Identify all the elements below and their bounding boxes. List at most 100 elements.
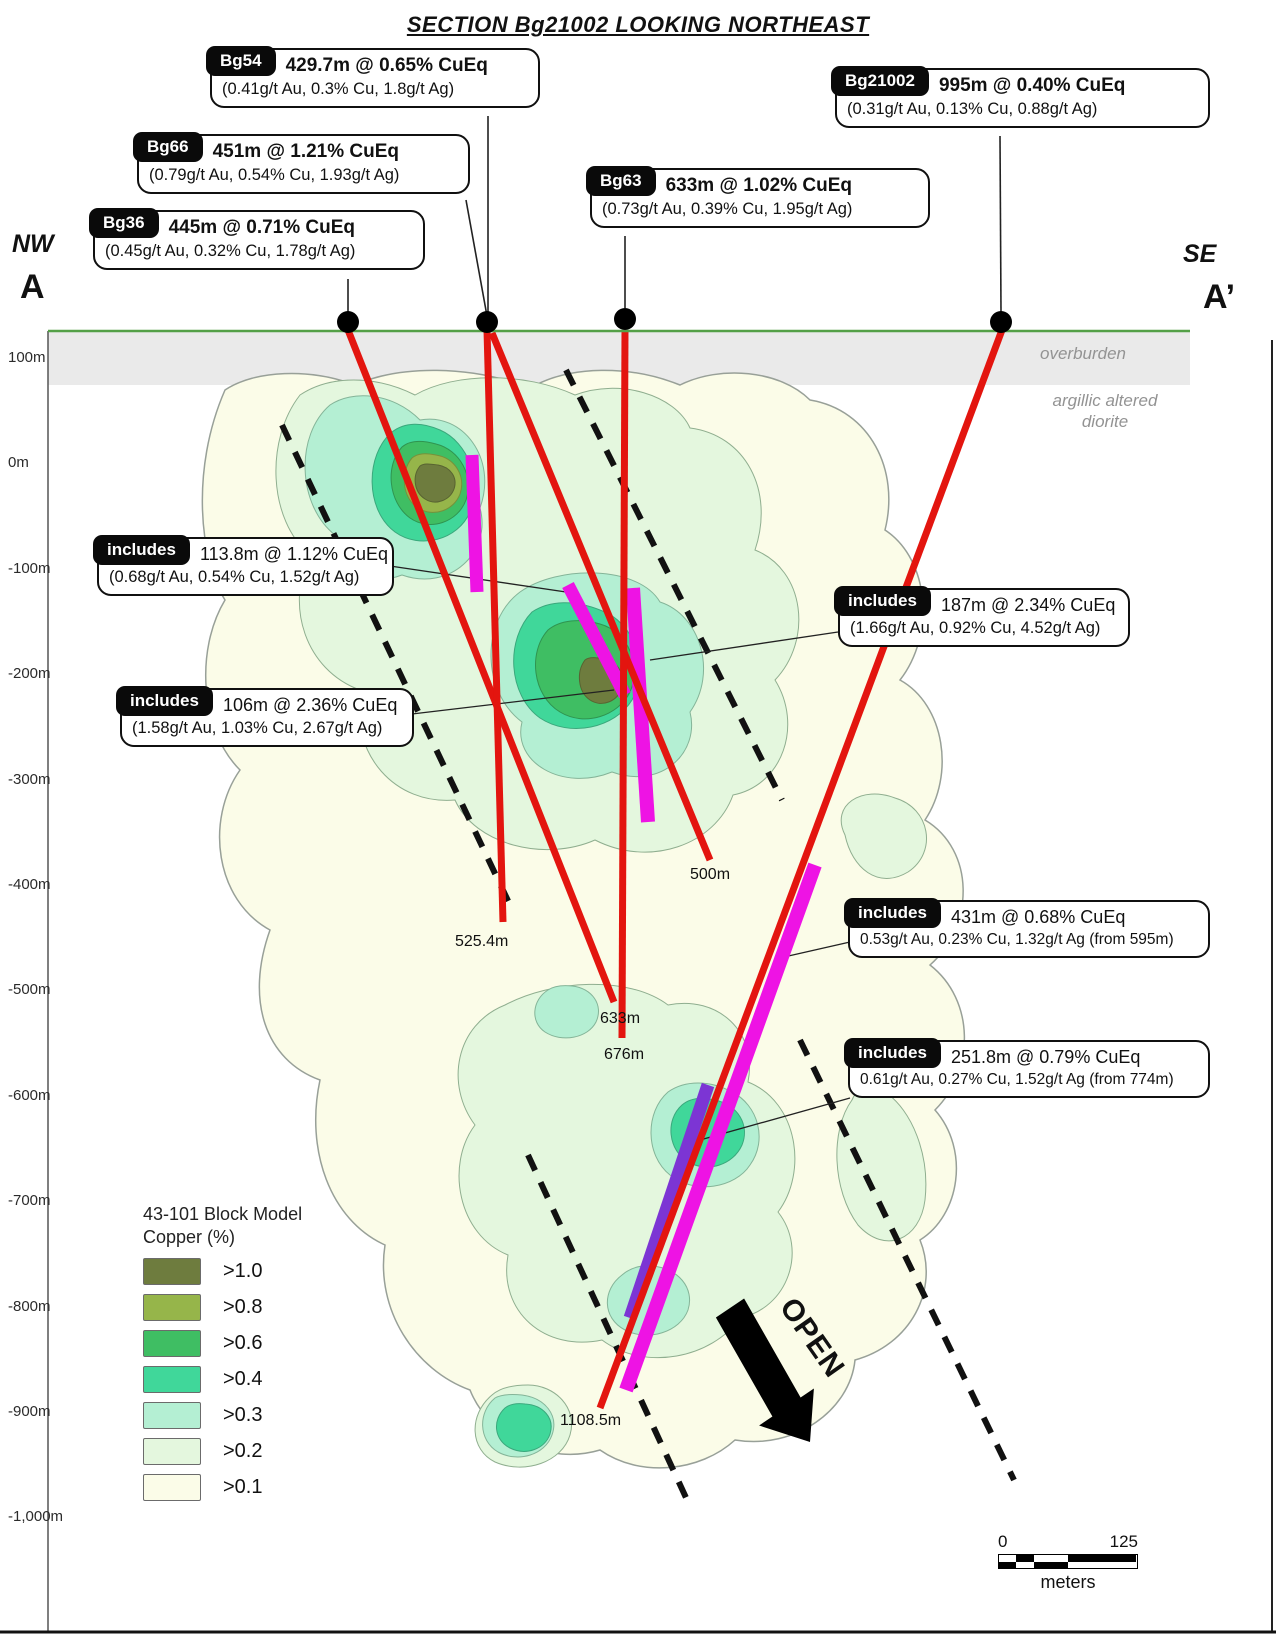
scale-start: 0	[998, 1532, 1008, 1551]
intercept-grade: 251.8m @ 0.79% CuEq	[950, 1047, 1141, 1067]
drill-trace-bg21002	[596, 328, 1006, 1410]
leader-includes-4	[783, 941, 851, 958]
scale-cell	[1034, 1555, 1068, 1568]
intercept-bg21002-431m	[619, 862, 822, 1393]
intercept-113m	[465, 454, 484, 593]
scale-bar: 0 125 meters	[998, 1532, 1138, 1593]
callout-includes-187m: includes 187m @ 2.34% CuEq (1.66g/t Au, …	[834, 585, 1130, 647]
callout-includes-106m: includes 106m @ 2.36% CuEq (1.58g/t Au, …	[116, 685, 414, 747]
hole-id-tag: Bg54	[206, 46, 276, 76]
eoh-label-676m: 676m	[604, 1046, 645, 1063]
legend-item: >0.8	[143, 1294, 302, 1321]
scale-bar-numbers: 0 125	[998, 1532, 1138, 1552]
drill-trace-bg63	[618, 329, 629, 1039]
block-model-legend: 43-101 Block Model Copper (%) >1.0 >0.8 >0…	[143, 1203, 302, 1501]
se-direction-label: SE	[1183, 240, 1217, 268]
legend-item: >0.4	[143, 1366, 302, 1393]
section-letter-a-prime: A’	[1203, 278, 1236, 316]
collar-bg54-bg66	[476, 311, 498, 333]
callout-bg21002: Bg21002 995m @ 0.40% CuEq (0.31g/t Au, 0…	[831, 66, 1210, 128]
intercept-grade: 633m @ 1.02% CuEq	[665, 175, 853, 196]
includes-tag: includes	[116, 685, 213, 716]
scale-end: 125	[1109, 1532, 1138, 1551]
legend-item: >0.2	[143, 1438, 302, 1465]
drill-trace-bg36	[344, 328, 618, 1004]
depth-label: -300m	[8, 770, 51, 788]
hole-id-tag: Bg66	[133, 132, 203, 162]
legend-item: >1.0	[143, 1258, 302, 1285]
open-arrow	[715, 1298, 814, 1442]
legend-label: >0.6	[223, 1332, 263, 1354]
legend-swatch	[143, 1402, 201, 1429]
hole-id-tag: Bg21002	[831, 66, 929, 96]
intercept-grade: 113.8m @ 1.12% CuEq	[199, 544, 389, 564]
intercept-grade: 431m @ 0.68% CuEq	[950, 907, 1126, 927]
diorite-label-line1: argillic altered	[1052, 391, 1158, 410]
intercept-detail: 0.61g/t Au, 0.27% Cu, 1.52g/t Ag (from 7…	[860, 1071, 1174, 1088]
intercept-grade: 445m @ 0.71% CuEq	[168, 217, 356, 238]
depth-label: 0m	[8, 454, 29, 472]
fault-line	[797, 1038, 1017, 1482]
legend-label: >1.0	[223, 1260, 263, 1282]
intercept-detail: (0.79g/t Au, 0.54% Cu, 1.93g/t Ag)	[149, 166, 400, 184]
includes-tag: includes	[844, 897, 941, 928]
grade-shell-0-3	[534, 985, 599, 1039]
depth-label: -900m	[8, 1403, 51, 1420]
includes-tag: includes	[93, 534, 190, 565]
eoh-label-633m: 633m	[600, 1010, 641, 1027]
diorite-label: argillic altered diorite	[1010, 390, 1200, 432]
depth-label: -1,000m	[8, 1508, 64, 1526]
legend-title-line2: Copper (%)	[143, 1227, 236, 1247]
depth-label: -200m	[8, 665, 51, 683]
intercept-detail: (1.58g/t Au, 1.03% Cu, 2.67g/t Ag)	[132, 719, 383, 737]
legend-item: >0.1	[143, 1474, 302, 1501]
fault-line	[525, 1153, 691, 1504]
eoh-label-525m: 525.4m	[455, 933, 509, 950]
fault-line	[563, 368, 785, 802]
nw-direction-label: NW	[12, 230, 54, 258]
scale-cell	[1068, 1555, 1136, 1568]
overburden-label: overburden	[1040, 344, 1127, 363]
depth-label: -100m	[8, 559, 51, 577]
depth-label: 100m	[8, 349, 46, 366]
eoh-label-1108m: 1108.5m	[560, 1412, 622, 1429]
leader-bg66	[465, 199, 488, 317]
legend-item: >0.6	[143, 1330, 302, 1357]
legend-swatch	[143, 1294, 201, 1321]
scale-cell	[1016, 1555, 1034, 1568]
intercept-106m	[562, 582, 631, 698]
leader-includes-2	[411, 689, 615, 715]
diorite-label-line2: diorite	[1081, 412, 1129, 431]
legend-swatch	[143, 1438, 201, 1465]
legend-label: >0.2	[223, 1440, 263, 1462]
legend-title-line1: 43-101 Block Model	[143, 1204, 303, 1224]
eoh-label-500m: 500m	[690, 866, 731, 883]
collar-bg21002	[990, 311, 1012, 333]
intercept-detail: 0.53g/t Au, 0.23% Cu, 1.32g/t Ag (from 5…	[860, 931, 1174, 948]
leader-includes-3	[649, 631, 839, 661]
drill-trace-bg66	[488, 331, 714, 862]
section-letter-a: A	[20, 268, 45, 306]
callout-includes-251m: includes 251.8m @ 0.79% CuEq 0.61g/t Au,…	[844, 1037, 1210, 1098]
intercept-detail: (0.68g/t Au, 0.54% Cu, 1.52g/t Ag)	[109, 568, 360, 586]
callout-bg66: Bg66 451m @ 1.21% CuEq (0.79g/t Au, 0.54…	[133, 132, 470, 194]
intercept-grade: 451m @ 1.21% CuEq	[212, 141, 400, 162]
includes-tag: includes	[844, 1037, 941, 1068]
scale-bar-graphic	[998, 1554, 1138, 1569]
depth-label: -800m	[8, 1297, 51, 1315]
legend-label: >0.3	[223, 1404, 263, 1426]
legend-items: >1.0 >0.8 >0.6 >0.4 >0.3 >0.2 >0.1	[143, 1258, 302, 1501]
drill-trace-bg54	[483, 329, 507, 923]
depth-label: -600m	[8, 1086, 51, 1104]
intercept-detail: (0.45g/t Au, 0.32% Cu, 1.78g/t Ag)	[105, 242, 356, 260]
intercept-detail: (0.73g/t Au, 0.39% Cu, 1.95g/t Ag)	[602, 200, 853, 218]
depth-label: -400m	[8, 876, 51, 893]
legend-swatch	[143, 1330, 201, 1357]
legend-label: >0.8	[223, 1296, 263, 1318]
intercept-grade: 429.7m @ 0.65% CuEq	[285, 55, 488, 76]
legend-swatch	[143, 1474, 201, 1501]
intercept-detail: (1.66g/t Au, 0.92% Cu, 4.52g/t Ag)	[850, 619, 1101, 637]
intercept-bg21002-251m	[623, 1082, 715, 1321]
legend-swatch	[143, 1258, 201, 1285]
